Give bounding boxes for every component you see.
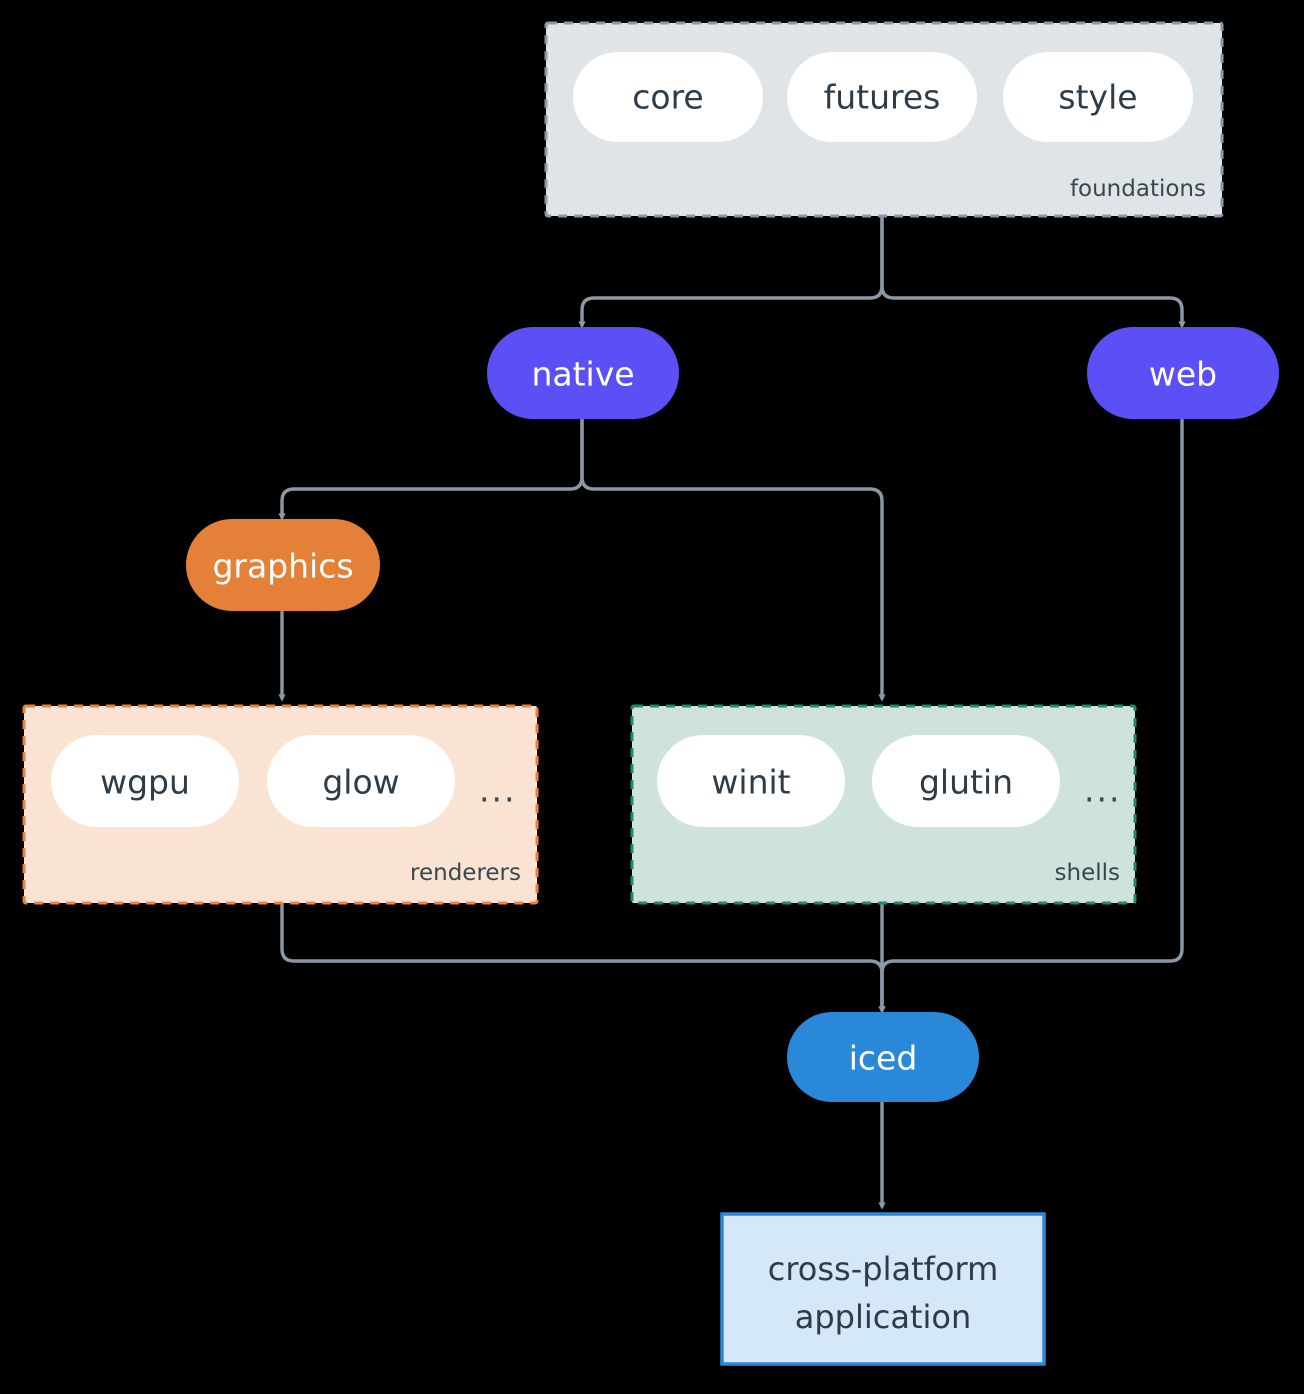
- node-graphics-shape: [186, 519, 380, 611]
- group-foundations-label: foundations: [1070, 176, 1206, 202]
- edge-foundations-to-native: [578, 214, 884, 329]
- node-style-label: style: [1058, 78, 1137, 117]
- node-glutin-shape: [872, 735, 1060, 827]
- node-core-label: core: [632, 78, 703, 117]
- node-native-shape: [487, 327, 679, 419]
- node-glutin[interactable]: glutin: [872, 735, 1060, 827]
- node-futures[interactable]: futures: [787, 52, 977, 142]
- edge-native-to-graphics: [278, 418, 584, 521]
- node-wgpu-shape: [51, 735, 239, 827]
- application-label-line2: application: [795, 1298, 972, 1336]
- node-iced[interactable]: iced: [787, 1012, 979, 1102]
- node-glutin-label: glutin: [919, 763, 1013, 802]
- edge-web-to-iced: [878, 418, 1184, 1014]
- group-renderers-label: renderers: [410, 860, 521, 886]
- node-graphics[interactable]: graphics: [186, 519, 380, 611]
- application-box-shape: [720, 1212, 1046, 1366]
- group-shells-label: shells: [1055, 860, 1120, 886]
- node-web[interactable]: web: [1087, 327, 1279, 419]
- group-shells: winit glutin ... shells: [630, 704, 1137, 905]
- node-web-shape: [1087, 327, 1279, 419]
- node-glow-shape: [267, 735, 455, 827]
- edge-native-to-shells: [580, 418, 886, 702]
- node-glow[interactable]: glow: [267, 735, 455, 827]
- node-style[interactable]: style: [1003, 52, 1193, 142]
- node-core[interactable]: core: [573, 52, 763, 142]
- node-futures-shape: [787, 52, 977, 142]
- node-iced-label: iced: [849, 1039, 918, 1078]
- node-native-label: native: [531, 355, 634, 394]
- application-label-line1: cross-platform: [768, 1250, 998, 1288]
- node-winit[interactable]: winit: [657, 735, 845, 827]
- node-style-shape: [1003, 52, 1193, 142]
- edge-foundations-to-web: [880, 214, 1186, 329]
- node-glow-label: glow: [322, 763, 399, 802]
- node-core-shape: [573, 52, 763, 142]
- node-native[interactable]: native: [487, 327, 679, 419]
- node-futures-label: futures: [824, 78, 941, 117]
- node-cross-platform-application[interactable]: cross-platform application: [720, 1212, 1046, 1366]
- node-web-label: web: [1149, 355, 1217, 394]
- node-wgpu-label: wgpu: [100, 763, 190, 802]
- node-graphics-label: graphics: [212, 547, 353, 586]
- group-foundations: core futures style foundations: [544, 21, 1224, 218]
- node-iced-shape: [787, 1012, 979, 1102]
- edge-renderers-to-iced: [280, 901, 886, 1014]
- renderers-ellipsis: ...: [479, 771, 516, 810]
- node-winit-label: winit: [711, 763, 790, 802]
- node-wgpu[interactable]: wgpu: [51, 735, 239, 827]
- group-renderers: wgpu glow ... renderers: [22, 704, 539, 905]
- connector-layer: [278, 214, 1186, 1210]
- node-winit-shape: [657, 735, 845, 827]
- shells-ellipsis: ...: [1084, 771, 1121, 810]
